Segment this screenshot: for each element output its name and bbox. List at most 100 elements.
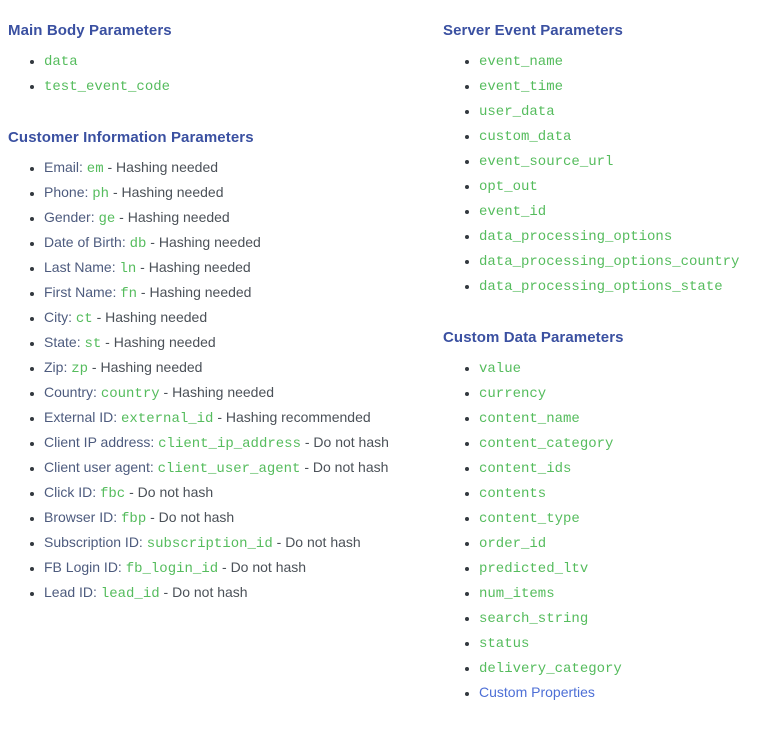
parameter-list-item: Gender: ge - Hashing needed [44,206,435,231]
parameter-list-item: Click ID: fbc - Do not hash [44,481,435,506]
parameter-hashing-note: - Hashing needed [92,309,208,325]
parameter-code: country [100,386,160,402]
parameter-hashing-note: - Hashing needed [88,359,203,375]
parameter-hashing-note: - Hashing needed [101,334,216,350]
parameter-hashing-note: - Hashing needed [146,234,261,250]
parameter-list-item: External ID: external_id - Hashing recom… [44,406,435,431]
parameter-code: order_id [479,536,547,552]
parameter-label: Subscription ID: [44,534,147,550]
parameter-list-item: test_event_code [44,74,435,99]
parameter-code: event_id [479,204,547,220]
parameter-label: First Name: [44,284,121,300]
parameter-label: External ID: [44,409,122,425]
parameter-hashing-note: - Hashing needed [136,259,251,275]
parameter-label: Client IP address: [44,434,159,450]
parameter-hashing-note: - Do not hash [159,584,248,600]
parameter-code: st [84,336,102,352]
parameter-label: Phone: [44,184,93,200]
parameter-code: currency [479,386,547,402]
parameter-code: external_id [121,411,214,427]
parameter-code: event_time [479,79,564,95]
parameter-list-item: event_time [479,74,768,99]
parameter-label: Gender: [44,209,99,225]
parameter-list-item: currency [479,381,768,406]
parameter-code: ln [119,261,137,277]
parameter-list-item: Client IP address: client_ip_address - D… [44,431,435,456]
server-event-parameter-list: event_name event_time user_data custom_data… [443,49,768,299]
parameter-list-item: event_name [479,49,768,74]
section-server-event-parameters: Server Event Parameters event_nameevent_… [443,22,768,299]
left-column: Main Body Parameters datatest_event_code… [8,22,435,734]
parameter-code: user_data [479,104,555,120]
parameter-list-item: order_id [479,531,768,556]
parameter-code: fn [120,286,138,302]
parameter-list-item: num_items [479,581,768,606]
parameter-code: ph [92,186,110,202]
parameter-list-item: First Name: fn - Hashing needed [44,281,435,306]
parameter-hashing-note: - Hashing needed [159,384,275,400]
parameter-list-item: content_ids [479,456,768,481]
parameter-code: data_processing_options_country [479,254,740,270]
parameter-list-item: event_source_url [479,149,768,174]
right-column: Server Event Parameters event_nameevent_… [435,22,768,734]
section-title-custom-data: Custom Data Parameters [443,329,624,346]
parameter-list-item: Browser ID: fbp - Do not hash [44,506,435,531]
parameter-code: em [86,161,104,177]
parameter-list-item: Country: country - Hashing needed [44,381,435,406]
parameter-code: event_source_url [479,154,614,170]
parameter-code: content_type [479,511,580,527]
parameter-code: data_processing_options_state [479,279,723,295]
parameter-list-item: content_type [479,506,768,531]
parameter-label: Email: [44,159,87,175]
custom-properties-link[interactable]: Custom Properties [479,684,595,700]
parameter-code: opt_out [479,179,538,195]
parameter-code: test_event_code [44,79,171,95]
parameter-code: search_string [479,611,589,627]
parameter-hashing-note: - Do not hash [125,484,214,500]
parameter-hashing-note: - Do not hash [146,509,235,525]
parameter-hashing-note: - Hashing needed [137,284,252,300]
parameter-hashing-note: - Do not hash [218,559,307,575]
parameter-code: content_ids [479,461,572,477]
parameter-code: num_items [479,586,555,602]
parameter-label: Click ID: [44,484,100,500]
section-customer-information-parameters: Customer Information Parameters Email: e… [8,129,435,606]
parameter-list-item: Date of Birth: db - Hashing needed [44,231,435,256]
parameter-list-item: Phone: ph - Hashing needed [44,181,435,206]
parameter-code: content_name [479,411,580,427]
parameter-hashing-note: - Hashing needed [109,184,224,200]
parameter-code: event_name [479,54,564,70]
parameter-list-item: event_id [479,199,768,224]
parameter-code: ge [98,211,116,227]
parameter-code: delivery_category [479,661,622,677]
parameter-list-item: State: st - Hashing needed [44,331,435,356]
parameter-code: fbp [121,511,147,527]
parameter-label: FB Login ID: [44,559,126,575]
main-body-parameter-list: datatest_event_code [8,49,435,99]
parameter-code: client_user_agent [157,461,301,477]
section-custom-data-parameters: Custom Data Parameters valuecurrencycont… [443,329,768,704]
parameter-list-item: Client user agent: client_user_agent - D… [44,456,435,481]
parameter-list-item: content_name [479,406,768,431]
parameter-code: db [129,236,147,252]
parameter-list-item: predicted_ltv [479,556,768,581]
parameter-list-item[interactable]: Custom Properties [479,681,768,704]
parameter-list-item: data_processing_options_state [479,274,768,299]
parameter-code: data_processing_options [479,229,673,245]
parameter-code: fbc [100,486,126,502]
parameter-list-item: search_string [479,606,768,631]
parameter-code: custom_data [479,129,572,145]
parameter-label: Country: [44,384,101,400]
parameter-list-item: status [479,631,768,656]
parameter-list-item: Last Name: ln - Hashing needed [44,256,435,281]
parameter-code: predicted_ltv [479,561,589,577]
parameter-hashing-note: - Do not hash [300,459,389,475]
section-title-customer-information: Customer Information Parameters [8,129,254,146]
parameter-list-item: content_category [479,431,768,456]
parameter-hashing-note: - Hashing needed [103,159,219,175]
parameter-code: status [479,636,530,652]
parameter-list-item: user_data [479,99,768,124]
parameter-list-item: Zip: zp - Hashing needed [44,356,435,381]
parameter-hashing-note: - Do not hash [300,434,389,450]
